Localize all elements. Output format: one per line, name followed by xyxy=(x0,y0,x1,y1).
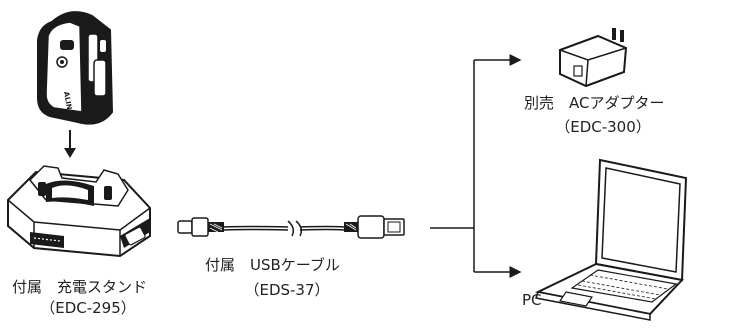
pc-label-text: PC xyxy=(522,291,542,309)
cable-label-line1: 付属 USBケーブル xyxy=(205,256,340,274)
pc-label: PC xyxy=(522,291,542,309)
laptop-pc xyxy=(534,158,688,321)
adapter-label-line1: 別売 ACアダプター xyxy=(524,94,665,112)
stand-label-line1: 付属 充電スタンド xyxy=(12,278,148,296)
cable-model-label: （EDS-37） xyxy=(232,281,342,299)
recorder-device: ALINCO xyxy=(37,11,114,125)
charging-stand xyxy=(7,165,151,258)
usb-cable xyxy=(177,215,405,239)
ac-adapter xyxy=(559,28,628,88)
adapter-label: 別売 ACアダプター xyxy=(524,94,664,112)
cable-label-line2: （EDS-37） xyxy=(244,281,330,299)
cable-label: 付属 USBケーブル xyxy=(205,256,340,274)
stand-label: 付属 充電スタンド xyxy=(12,278,147,296)
stand-model-label: （EDC-295） xyxy=(28,299,148,317)
down-arrow xyxy=(64,130,76,158)
adapter-label-line2: （EDC-300） xyxy=(555,118,651,136)
adapter-model-label: （EDC-300） xyxy=(538,118,668,136)
connection-lines xyxy=(430,54,522,278)
stand-label-line2: （EDC-295） xyxy=(40,299,136,317)
